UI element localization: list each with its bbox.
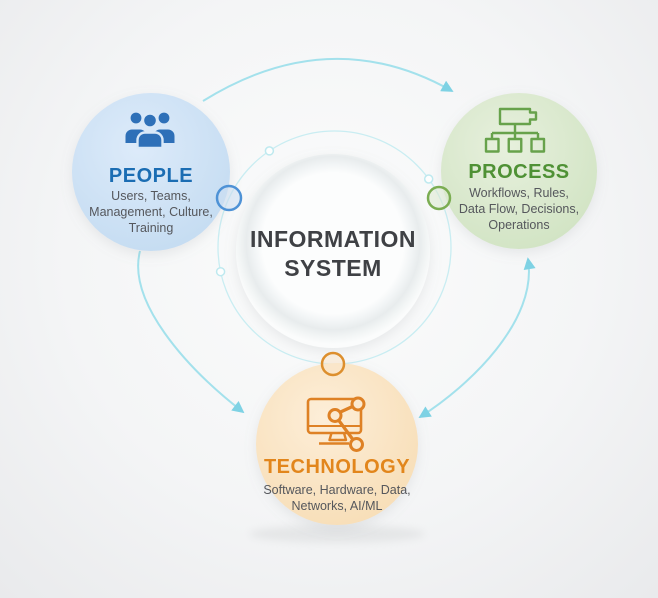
people-subtext-line-2: Management, Culture, xyxy=(89,205,213,219)
people-label: PEOPLE xyxy=(109,165,193,187)
arrow-people-to-process xyxy=(202,57,454,102)
process-node: PROCESS Workflows, Rules, Data Flow, Dec… xyxy=(441,93,597,249)
orbit-dot-top-left xyxy=(264,146,275,156)
arrow-process-technology-bidirectional xyxy=(418,257,536,418)
center-node: INFORMATION SYSTEM xyxy=(236,154,430,348)
process-subtext-line-3: Operations xyxy=(488,218,549,232)
process-connector-circle xyxy=(426,185,452,211)
people-connector-circle xyxy=(215,184,243,212)
ground-shadow xyxy=(249,525,425,543)
flowchart-icon xyxy=(484,107,546,153)
users-group-icon xyxy=(125,112,175,150)
process-subtext-line-2: Data Flow, Decisions, xyxy=(459,202,579,216)
orbit-dot-left xyxy=(215,266,226,277)
people-node: PEOPLE Users, Teams, Management, Culture… xyxy=(72,93,230,251)
technology-subtext-line-2: Networks, AI/ML xyxy=(292,499,383,513)
technology-node: TECHNOLOGY Software, Hardware, Data, Net… xyxy=(256,363,418,525)
process-subtext-line-1: Workflows, Rules, xyxy=(469,186,569,200)
technology-label: TECHNOLOGY xyxy=(264,456,410,478)
people-subtext-line-3: Training xyxy=(129,221,174,235)
center-circle xyxy=(236,154,430,348)
arrow-people-to-technology xyxy=(137,250,245,414)
center-title-line-1: INFORMATION xyxy=(250,226,416,252)
technology-subtext-line-1: Software, Hardware, Data, xyxy=(263,483,410,497)
monitor-share-nodes-icon xyxy=(306,396,366,452)
people-circle xyxy=(72,93,230,251)
center-title-line-2: SYSTEM xyxy=(284,255,382,281)
technology-connector-circle xyxy=(320,351,346,377)
people-subtext-line-1: Users, Teams, xyxy=(111,189,191,203)
process-label: PROCESS xyxy=(468,161,569,183)
orbit-dot-top-right xyxy=(423,174,434,184)
process-circle xyxy=(441,93,597,249)
